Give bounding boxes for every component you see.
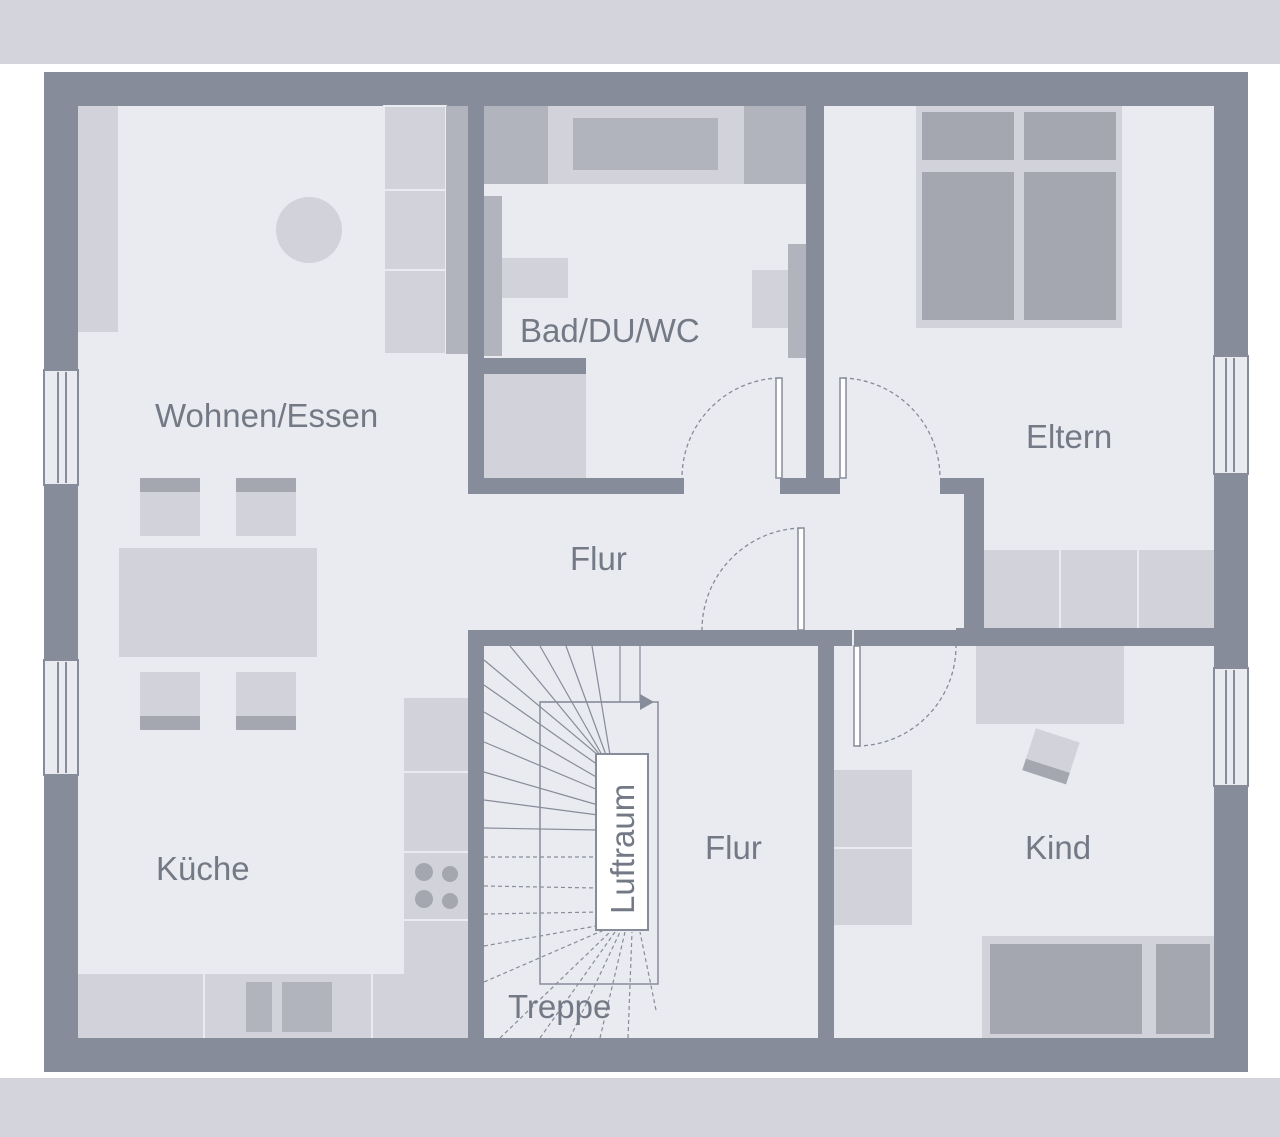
pillow-left	[922, 112, 1014, 160]
cabinet-2	[383, 189, 447, 271]
desk-chair	[1022, 728, 1080, 785]
shower-wall	[484, 358, 586, 374]
sink-2	[282, 982, 332, 1032]
bottom-band	[0, 1078, 1280, 1137]
furniture-eltern	[916, 106, 1214, 628]
windows	[43, 355, 1249, 787]
door-flur-leaf	[797, 527, 805, 631]
cabinet-1	[383, 105, 447, 191]
window-details	[57, 358, 1235, 784]
wardrobe	[984, 550, 1214, 628]
window-right-top	[1213, 355, 1249, 475]
stove-burner-2	[442, 866, 458, 882]
interior-walls	[468, 106, 1214, 1038]
label-flur-lower: Flur	[705, 829, 762, 866]
shower	[484, 374, 586, 478]
pillow-right	[1024, 112, 1116, 160]
floor-flur-corridor	[468, 494, 964, 630]
stove-burner-3	[415, 890, 433, 908]
cabinet-3	[383, 269, 447, 355]
sideboard	[78, 106, 118, 332]
round-table	[276, 197, 342, 263]
label-eltern: Eltern	[1026, 418, 1112, 455]
dining-table	[119, 548, 317, 657]
wall-kind-left	[818, 646, 834, 1038]
kid-bed-mattress	[990, 944, 1142, 1034]
chair-3-back	[140, 716, 200, 730]
stove-burner-4	[442, 893, 458, 909]
wall-bad-right-stub	[780, 478, 812, 494]
door-eltern-leaf	[839, 377, 847, 479]
furniture-kind	[834, 646, 1214, 1038]
label-kueche: Küche	[156, 850, 250, 887]
wall-flur-lower-right-top	[804, 630, 852, 646]
wall-bad-bottom	[468, 478, 684, 494]
door-bad-leaf	[775, 377, 783, 479]
desk	[976, 646, 1124, 724]
wall-bad-right	[806, 106, 824, 494]
window-left-bottom	[43, 659, 79, 776]
label-treppe: Treppe	[508, 988, 611, 1025]
mattress-left	[922, 172, 1014, 320]
wall-treppe-top	[468, 630, 702, 646]
wall-eltern-stub	[824, 478, 840, 494]
label-luftraum: Luftraum	[604, 784, 641, 914]
chair-1-back	[140, 478, 200, 492]
label-kind: Kind	[1025, 829, 1091, 866]
door-kind-leaf	[853, 645, 861, 747]
label-flur-upper: Flur	[570, 540, 627, 577]
sink-1	[246, 982, 272, 1032]
luftraum-box	[595, 753, 649, 931]
toilet-tank	[484, 196, 502, 356]
label-bad: Bad/DU/WC	[520, 312, 700, 349]
top-band	[0, 0, 1280, 64]
window-left-top	[43, 369, 79, 486]
cabinet-side	[446, 106, 468, 354]
door-arcs	[681, 377, 957, 747]
bathtub-inner	[573, 118, 718, 170]
wall-bad-left	[468, 106, 484, 494]
wall-eltern-bottom	[956, 628, 1214, 646]
chair-4-back	[236, 716, 296, 730]
mattress-right	[1024, 172, 1116, 320]
label-wohnen-essen: Wohnen/Essen	[155, 397, 378, 434]
wall-eltern-step	[964, 478, 984, 630]
floor-flur-lower	[658, 646, 818, 1038]
sink-bad	[752, 270, 788, 328]
stairs	[483, 645, 659, 1039]
furniture-bad	[484, 106, 806, 478]
furniture-kueche	[78, 698, 468, 1038]
stair-arrow-head	[640, 694, 654, 710]
chair-2-back	[236, 478, 296, 492]
wall-treppe-left	[468, 630, 484, 1038]
toilet	[502, 258, 568, 298]
sink-bad-edge	[788, 244, 806, 358]
furniture-wohnen	[78, 105, 468, 730]
window-right-bottom	[1213, 667, 1249, 787]
kid-bed-end	[1156, 944, 1210, 1034]
stove-burner-1	[415, 863, 433, 881]
kitchen-counter-bottom	[78, 974, 468, 1038]
